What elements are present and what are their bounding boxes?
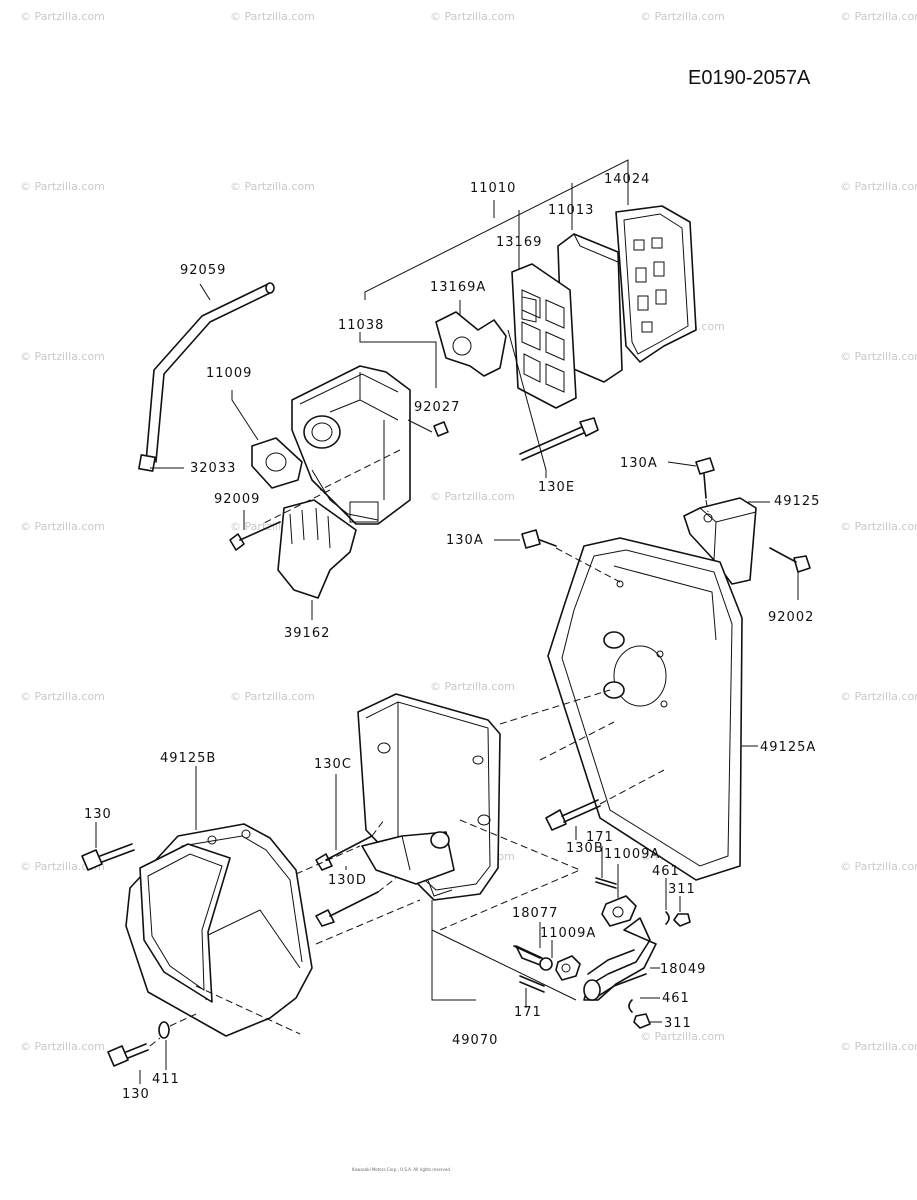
- label-171-top: 171: [586, 830, 614, 845]
- label-11009: 11009: [206, 366, 252, 381]
- watermark: © Partzilla.com: [840, 520, 917, 533]
- watermark: © Partzilla.com: [640, 10, 725, 23]
- watermark: © Partzilla.com: [430, 490, 515, 503]
- part-49125A-shroud: [494, 529, 758, 881]
- label-14024: 14024: [604, 172, 650, 187]
- guide-line: [539, 721, 615, 761]
- watermark: © Partzilla.com: [20, 520, 105, 533]
- label-18049: 18049: [660, 962, 706, 977]
- label-11038: 11038: [338, 318, 384, 333]
- part-14024-cover: [615, 205, 697, 363]
- part-130-left-bolt: [81, 822, 135, 871]
- watermark: © Partzilla.com: [840, 860, 917, 873]
- label-11013: 11013: [548, 203, 594, 218]
- label-32033: 32033: [190, 461, 236, 476]
- part-49125B-cover: [125, 766, 421, 1037]
- watermark: © Partzilla.com: [20, 350, 105, 363]
- part-labels: 11010 14024 11013 13169 13169A 92059 110…: [84, 172, 820, 1102]
- watermark: © Partzilla.com: [20, 180, 105, 193]
- watermark: © Partzilla.com: [840, 1040, 917, 1053]
- watermark: © Partzilla.com: [20, 690, 105, 703]
- label-11009A-top: 11009A: [604, 847, 660, 862]
- label-92009: 92009: [214, 492, 260, 507]
- label-11009A-mid: 11009A: [540, 926, 596, 941]
- label-130B: 130B: [566, 841, 604, 856]
- watermark: © Partzilla.com: [20, 10, 105, 23]
- label-11010: 11010: [470, 181, 516, 196]
- part-130C-bolt: [315, 774, 582, 931]
- part-39162-breather: [277, 499, 357, 620]
- label-18077: 18077: [512, 906, 558, 921]
- label-411: 411: [152, 1072, 180, 1087]
- watermark: © Partzilla.com: [230, 690, 315, 703]
- watermark: © Partzilla.com: [840, 180, 917, 193]
- label-311-bot: 311: [664, 1016, 692, 1031]
- label-49125A: 49125A: [760, 740, 816, 755]
- label-13169A: 13169A: [430, 280, 486, 295]
- part-13169-gasket: [511, 263, 577, 409]
- watermark: © Partzilla.com: [840, 10, 917, 23]
- part-130-bottom-bolt: [107, 1013, 197, 1084]
- label-311-top: 311: [668, 882, 696, 897]
- part-11038-base: [291, 365, 411, 525]
- label-130D: 130D: [328, 873, 367, 888]
- leader-11038: [359, 332, 437, 388]
- part-18077-pipe: [513, 922, 581, 1008]
- diagram-code: E0190-2057A: [688, 67, 811, 89]
- label-461-bot: 461: [662, 991, 690, 1006]
- watermark: © Partzilla.com: [430, 10, 515, 23]
- label-49070: 49070: [452, 1033, 498, 1048]
- watermark: © Partzilla.com: [20, 860, 105, 873]
- part-92059-tube: [138, 282, 275, 472]
- part-92027-bolt: [407, 419, 449, 437]
- watermark: © Partzilla.com: [230, 10, 315, 23]
- label-130C: 130C: [314, 757, 352, 772]
- guide-line: [319, 449, 401, 491]
- part-18049-pipe: [583, 846, 691, 1029]
- label-39162: 39162: [284, 626, 330, 641]
- copyright-text: Kawasaki Motors Corp., U.S.A. All rights…: [352, 1167, 451, 1172]
- assembly-bracket-11010: [364, 159, 629, 300]
- part-130E-bolt: [507, 329, 599, 478]
- watermark: © Partzilla.com: [840, 350, 917, 363]
- label-130A-mid: 130A: [446, 533, 484, 548]
- label-49125: 49125: [774, 494, 820, 509]
- part-13169A-plate: [435, 300, 507, 377]
- label-130-left: 130: [84, 807, 112, 822]
- label-92059: 92059: [180, 263, 226, 278]
- label-92002: 92002: [768, 610, 814, 625]
- part-11009-gasket: [231, 390, 303, 489]
- watermark: © Partzilla.com: [230, 180, 315, 193]
- label-49125B: 49125B: [160, 751, 216, 766]
- watermark: © Partzilla.com: [430, 680, 515, 693]
- label-92027: 92027: [414, 400, 460, 415]
- label-171-bot: 171: [514, 1005, 542, 1020]
- watermark: © Partzilla.com: [640, 1030, 725, 1043]
- part-49125-bracket: [667, 457, 811, 600]
- label-130A-top: 130A: [620, 456, 658, 471]
- label-13169: 13169: [496, 235, 542, 250]
- guide-line: [261, 489, 331, 525]
- guide-line: [499, 689, 611, 725]
- label-130-bot: 130: [122, 1087, 150, 1102]
- part-92009-screw: [229, 510, 281, 551]
- watermark-layer: © Partzilla.com © Partzilla.com © Partzi…: [20, 10, 917, 1053]
- label-130E: 130E: [538, 480, 575, 495]
- part-130B-bolt: [545, 769, 665, 840]
- watermark: © Partzilla.com: [840, 690, 917, 703]
- label-461-top: 461: [652, 864, 680, 879]
- watermark: © Partzilla.com: [20, 1040, 105, 1053]
- part-49070-panel: [357, 693, 577, 1001]
